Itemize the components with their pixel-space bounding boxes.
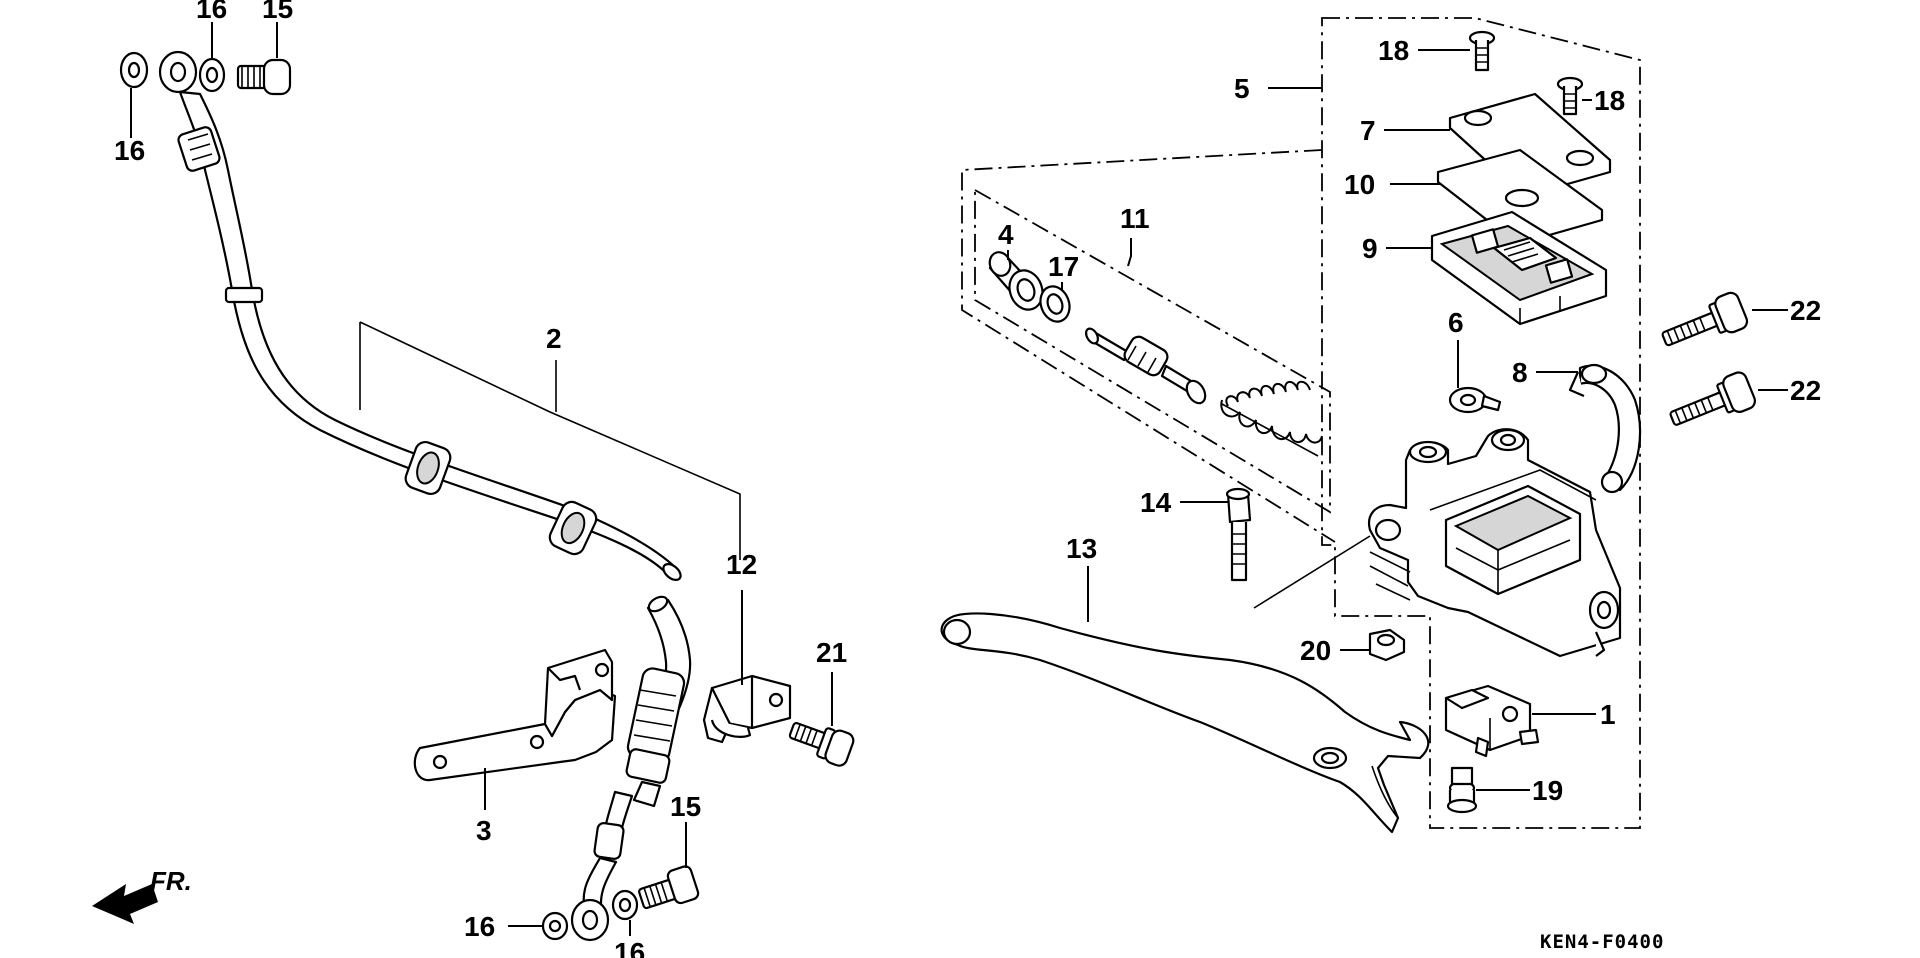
callout-20: 20 xyxy=(1300,635,1331,666)
holder-bolt xyxy=(1661,291,1749,347)
hose-clamp xyxy=(702,674,792,744)
circlip xyxy=(1039,285,1071,323)
callout-22: 22 xyxy=(1790,375,1821,406)
callout-18: 18 xyxy=(1378,35,1409,66)
callout-8: 8 xyxy=(1512,357,1528,388)
diaphragm-plate xyxy=(1436,148,1604,246)
pivot-nut xyxy=(1368,628,1406,662)
master-cylinder-piston xyxy=(1085,327,1207,405)
callout-16: 16 xyxy=(614,937,645,958)
callout-16: 16 xyxy=(196,0,227,24)
hose-clip xyxy=(1448,386,1502,414)
callout-9: 9 xyxy=(1362,233,1378,264)
callout-18: 18 xyxy=(1594,85,1625,116)
hose-stay xyxy=(413,648,617,782)
callout-16: 16 xyxy=(464,911,495,942)
callout-21: 21 xyxy=(816,637,847,668)
callout-10: 10 xyxy=(1344,169,1375,200)
holder-bolt xyxy=(1669,371,1756,426)
diagram-code: KEN4-F0400 xyxy=(1540,931,1664,953)
callout-16: 16 xyxy=(114,135,145,166)
diaphragm xyxy=(1430,210,1608,326)
callout-17: 17 xyxy=(1048,251,1079,282)
brake-light-switch xyxy=(1444,684,1540,758)
brake-hose xyxy=(119,50,700,942)
callout-14: 14 xyxy=(1140,487,1172,518)
callout-11: 11 xyxy=(1120,203,1150,234)
callout-12: 12 xyxy=(726,549,757,580)
callout-5: 5 xyxy=(1234,73,1250,104)
callout-22: 22 xyxy=(1790,295,1821,326)
banjo-bolt-top xyxy=(236,58,292,96)
callout-3: 3 xyxy=(476,815,492,846)
callout-13: 13 xyxy=(1066,533,1097,564)
callout-2: 2 xyxy=(546,323,562,354)
callout-6: 6 xyxy=(1448,307,1464,338)
piston-spring xyxy=(1220,380,1323,457)
front-direction-arrow: FR. xyxy=(92,866,192,924)
front-label: FR. xyxy=(150,866,192,896)
callout-4: 4 xyxy=(998,219,1014,250)
callout-15: 15 xyxy=(262,0,293,24)
callout-19: 19 xyxy=(1532,775,1563,806)
cap-screw xyxy=(1468,30,1496,72)
callouts-right: 5 18 18 7 10 9 11 4 17 6 8 22 22 14 13 2… xyxy=(998,35,1821,806)
piston-boot xyxy=(988,251,1044,311)
clamp-bolt xyxy=(788,721,855,767)
brake-lever xyxy=(940,612,1430,834)
lever-pivot-bolt xyxy=(1225,487,1252,582)
callout-1: 1 xyxy=(1600,699,1616,730)
banjo-bolt-bottom xyxy=(638,865,700,910)
callout-7: 7 xyxy=(1360,115,1376,146)
switch-screw xyxy=(1446,766,1478,814)
callout-15: 15 xyxy=(670,791,701,822)
master-cylinder-body xyxy=(1367,428,1622,658)
cap-screw xyxy=(1556,76,1584,116)
callouts-left: 16 16 15 2 12 21 3 15 16 16 xyxy=(114,0,847,958)
master-cylinder-holder xyxy=(1568,363,1642,494)
